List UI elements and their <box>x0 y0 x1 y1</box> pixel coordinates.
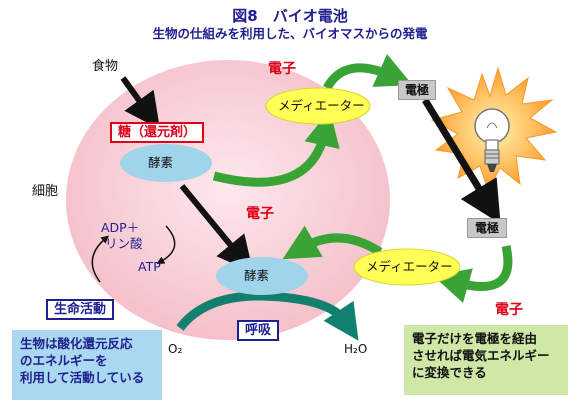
right-note: 電子だけを電極を経由 させれば電気エネルギー に変換できる <box>404 325 568 395</box>
enzyme2-label: 酵素 <box>244 268 270 283</box>
page-title: 図8 バイオ電池 <box>232 7 348 25</box>
electrode-top: 電極 <box>398 80 436 100</box>
respiration-arrow <box>176 291 359 341</box>
left-note: 生物は酸化還元反応 のエネルギーを 利用して活動している <box>12 330 162 400</box>
enzyme2-shape <box>216 257 308 295</box>
atp-label: ATP <box>138 259 161 274</box>
electron-label-right: 電子 <box>495 302 523 318</box>
o2-label: O₂ <box>168 342 183 356</box>
respiration-label: 呼吸 <box>237 320 280 341</box>
electrode-bottom: 電極 <box>467 218 507 238</box>
enzyme-flow-arrow <box>179 184 254 273</box>
mediator1-label: メディエーター <box>278 98 365 113</box>
electron-label-top: 電子 <box>268 61 296 77</box>
electrode-wire <box>422 98 501 224</box>
adp-label: ADP＋ <box>101 220 140 235</box>
electron-arrow-enzyme-to-mediator <box>212 110 340 187</box>
phosphate-label: リン酸 <box>105 236 143 251</box>
electron-label-mid: 電子 <box>246 206 274 222</box>
mediator1-shape <box>265 87 371 125</box>
cell-label: 細胞 <box>32 184 59 199</box>
life-activity-label: 生命活動 <box>46 299 115 320</box>
electron-arrow-mediator-to-enzyme <box>282 225 383 260</box>
h2o-label: H₂O <box>344 342 368 356</box>
mediator2-label: メディエーター <box>366 259 453 274</box>
page-subtitle: 生物の仕組みを利用した、バイオマスからの発電 <box>152 26 428 41</box>
atp-cycle-arrow-right <box>156 225 176 264</box>
electron-arrow-electrode-to-mediator <box>433 245 513 304</box>
enzyme1-label: 酵素 <box>148 155 174 170</box>
electron-arrow-mediator-to-electrode <box>323 54 413 91</box>
light-bulb-icon <box>474 108 510 172</box>
atp-cycle-arrow-left <box>91 235 110 283</box>
mediator2-shape <box>353 248 461 286</box>
food-arrow <box>120 76 161 130</box>
enzyme1-shape <box>120 144 212 182</box>
food-label: 食物 <box>92 59 119 74</box>
sugar-label: 糖（還元剤） <box>110 122 205 143</box>
